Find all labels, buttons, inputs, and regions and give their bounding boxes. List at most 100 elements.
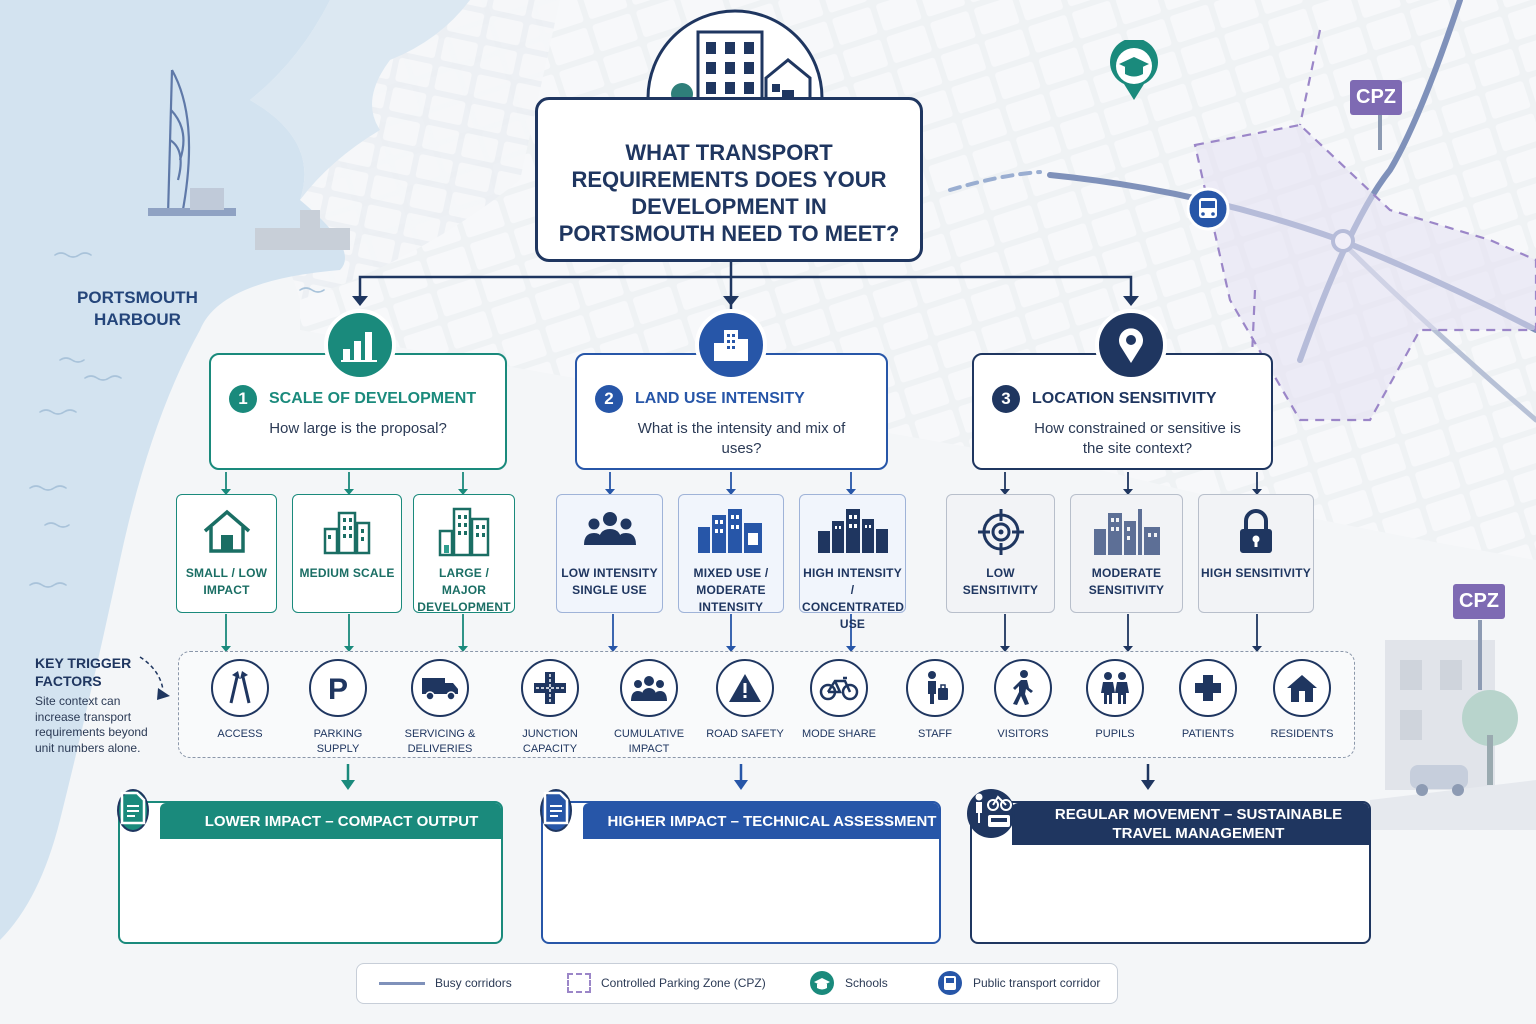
dense-buildings-icon (817, 509, 888, 553)
cpz-sign-bottom: CPZ (1453, 584, 1505, 619)
junction-icon (534, 672, 566, 704)
output-lower-impact: LOWER IMPACT – COMPACT OUTPUT (118, 801, 503, 944)
option-high-intensity: HIGH INTENSITY / CONCENTRATED USE (799, 494, 906, 631)
option-label: HIGH INTENSITY / CONCENTRATED USE (802, 566, 905, 631)
option-label: LOW SENSITIVITY (962, 566, 1039, 597)
parking-icon: P (328, 673, 348, 705)
bus-icon (938, 971, 962, 995)
factor-residents: RESIDENTS (1257, 659, 1347, 742)
legend-label: Public transport corridor (973, 976, 1101, 990)
factor-label: PARKING SUPPLY (313, 728, 363, 755)
output-title: HIGHER IMPACT – TECHNICAL ASSESSMENT (583, 803, 939, 839)
legend-label: Busy corridors (435, 976, 512, 990)
busy-corridor-line-icon (379, 981, 425, 985)
legend: Busy corridors Controlled Parking Zone (… (356, 963, 1118, 1004)
bicycle-icon (819, 676, 859, 701)
output-title: LOWER IMPACT – COMPACT OUTPUT (160, 803, 501, 839)
staff-icon (928, 671, 948, 704)
house-icon (203, 509, 250, 553)
factor-servicing: SERVICING & DELIVERIES (395, 659, 485, 757)
pupils-icon (1101, 672, 1129, 704)
school-icon (810, 971, 834, 995)
city-icon (1093, 509, 1160, 555)
factor-label: PATIENTS (1181, 728, 1235, 740)
factor-road-safety: ROAD SAFETY (700, 659, 790, 742)
legend-busy-corridors: Busy corridors (379, 964, 512, 1002)
target-icon (977, 509, 1024, 555)
trigger-factors-description: Site context can increase transport requ… (35, 694, 148, 755)
medium-buildings-icon (323, 511, 371, 555)
factor-label: RESIDENTS (1270, 728, 1334, 740)
factor-label: ROAD SAFETY (706, 728, 784, 740)
delivery-truck-icon (422, 678, 458, 701)
option-label: MEDIUM SCALE (299, 566, 395, 580)
category-title: SCALE OF DEVELOPMENT (269, 390, 477, 407)
category-title: LAND USE INTENSITY (635, 390, 805, 407)
home-icon (1287, 675, 1317, 702)
factor-label: SERVICING & DELIVERIES (404, 728, 476, 755)
people-group-icon (583, 512, 636, 545)
output-title: REGULAR MOVEMENT – SUSTAINABLE TRAVEL MA… (1012, 803, 1369, 845)
legend-label: Schools (845, 976, 888, 990)
option-label: LARGE / MAJOR DEVELOPMENT (417, 566, 511, 614)
factor-access: ACCESS (195, 659, 285, 742)
option-high-sensitivity: HIGH SENSITIVITY (1198, 494, 1314, 613)
legend-cpz: Controlled Parking Zone (CPZ) (567, 964, 766, 1002)
school-marker-icon (1110, 40, 1158, 100)
factor-mode-share: MODE SHARE (794, 659, 884, 742)
factor-pupils: PUPILS (1070, 659, 1160, 742)
factor-label: MODE SHARE (802, 728, 876, 740)
factor-parking: P PARKING SUPPLY (293, 659, 383, 757)
document-icon (540, 789, 572, 832)
factor-label: STAFF (917, 728, 952, 740)
option-medium-scale: MEDIUM SCALE (292, 494, 402, 613)
factor-label: CUMULATIVE IMPACT (613, 728, 685, 755)
trigger-factors-panel: ACCESS P PARKING SUPPLY SERVICING & DELI… (178, 651, 1355, 758)
option-low-sensitivity: LOW SENSITIVITY (946, 494, 1055, 613)
category-question: How constrained or sensitive is the site… (1034, 420, 1241, 457)
category-number: 1 (229, 385, 257, 413)
option-large-major: LARGE / MAJOR DEVELOPMENT (413, 494, 515, 614)
output-higher-impact: HIGHER IMPACT – TECHNICAL ASSESSMENT (541, 801, 941, 944)
factor-staff: STAFF (890, 659, 980, 742)
sustainable-travel-icon (967, 789, 1015, 838)
option-small-low-impact: SMALL / LOW IMPACT (176, 494, 277, 613)
category-number: 3 (992, 385, 1020, 413)
factor-visitors: VISITORS (978, 659, 1068, 742)
option-label: HIGH SENSITIVITY (1201, 566, 1311, 580)
cpz-sign-top: CPZ (1350, 80, 1402, 115)
warning-icon (729, 674, 761, 702)
factor-label: ACCESS (217, 728, 263, 740)
output-regular-movement: REGULAR MOVEMENT – SUSTAINABLE TRAVEL MA… (970, 801, 1371, 944)
padlock-icon (1240, 509, 1272, 553)
option-low-intensity: LOW INTENSITY SINGLE USE (556, 494, 663, 613)
legend-schools: Schools (809, 964, 888, 1002)
factor-cumulative: CUMULATIVE IMPACT (604, 659, 694, 757)
factor-label: JUNCTION CAPACITY (522, 728, 578, 755)
legend-public-transport: Public transport corridor (937, 964, 1100, 1002)
option-label: MODERATE SENSITIVITY (1088, 566, 1165, 597)
legend-label: Controlled Parking Zone (CPZ) (601, 976, 766, 990)
location-pin-icon (1095, 309, 1167, 381)
category-question: How large is the proposal? (269, 420, 447, 437)
walking-person-icon (1013, 670, 1033, 705)
large-buildings-icon (438, 507, 490, 557)
cpz-dashed-box-icon (567, 973, 591, 993)
bus-marker-icon (1186, 187, 1230, 231)
bar-chart-icon (324, 309, 396, 381)
category-question: What is the intensity and mix of uses? (637, 420, 846, 457)
factor-label: VISITORS (997, 728, 1049, 740)
trigger-factors-title: KEY TRIGGER FACTORS (35, 655, 132, 689)
category-number: 2 (595, 385, 623, 413)
mixed-use-icon (698, 509, 762, 553)
title-box: WHAT TRANSPORT REQUIREMENTS DOES YOUR DE… (535, 97, 923, 262)
option-mixed-use: MIXED USE / MODERATE INTENSITY (678, 494, 784, 614)
harbour-label: PORTSMOUTH HARBOUR (77, 288, 198, 329)
option-label: MIXED USE / MODERATE INTENSITY (693, 566, 769, 614)
medical-cross-icon (1195, 675, 1221, 701)
page-title: WHAT TRANSPORT REQUIREMENTS DOES YOUR DE… (558, 139, 900, 246)
crowd-icon (631, 676, 667, 701)
factor-patients: PATIENTS (1163, 659, 1253, 742)
document-icon (117, 789, 149, 832)
